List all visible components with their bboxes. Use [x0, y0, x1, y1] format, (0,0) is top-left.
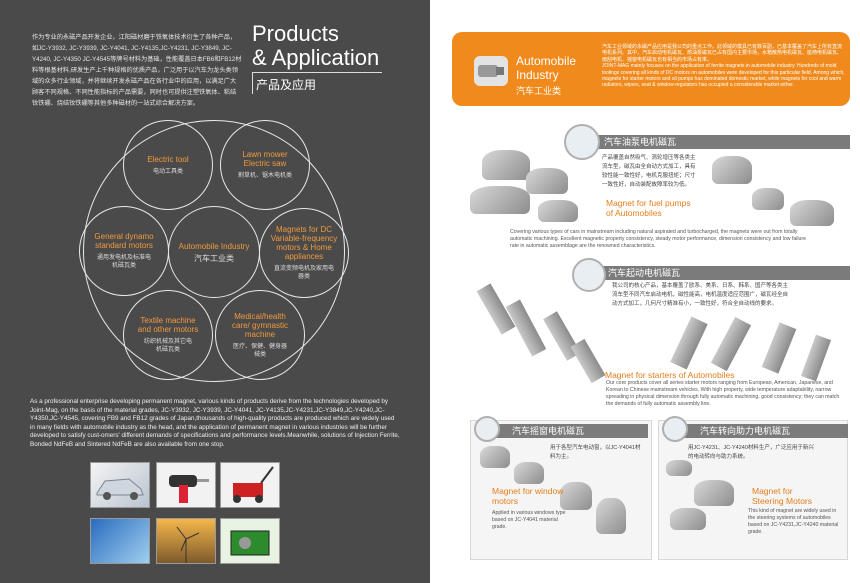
window-motor-title-line-1: Magnet for window	[492, 486, 564, 496]
section-fuel-pump-bar: 汽车油泵电机磁瓦	[570, 135, 850, 149]
circle-label-cn: 通用发电机及标准电机磁瓦类	[96, 255, 151, 269]
magnet-image	[694, 480, 734, 506]
application-diagram: Automobile Industry 汽车工业类 Electric tool …	[79, 120, 349, 382]
automobile-desc-cn: 汽车工业领域的永磁产品应用是我公司的重点工作。此领域的模具已有数百副，已基本覆盖…	[602, 44, 843, 63]
magnet-image	[596, 498, 626, 534]
circle-label-en: Magnets for DC Variable-frequency motors…	[270, 225, 338, 261]
magnet-image	[752, 188, 784, 210]
automobile-title-line-1: Automobile	[516, 54, 577, 68]
starter-motor-icon	[474, 56, 508, 86]
circle-label-cn: 割草机、锯木电机类	[237, 173, 292, 179]
right-page: Automobile Industry 汽车工业类 汽车工业领域的永磁产品应用是…	[430, 0, 860, 583]
left-page: 作为专业的永磁产品开发企业，江阳磁材磨于铁氧体技术衍生了各种产品，如JC-Y39…	[30, 21, 400, 572]
window-motor-cn: 用于各型汽车电动窗，以JC-Y4041材料为主。	[550, 445, 641, 460]
circle-label-cn: 电动工具类	[152, 168, 183, 175]
circle-lawn-mower: Lawn mower Electric saw 割草机、锯木电机类	[220, 120, 310, 210]
product-photos	[90, 462, 390, 572]
fuel-pump-title-line-1: Magnet for fuel pumps	[606, 198, 691, 208]
circle-label-cn: 直流变频电机及家用电器类	[274, 266, 335, 280]
magnet-image	[526, 168, 568, 194]
circle-label-en: Electric tool	[147, 154, 189, 164]
car-image	[90, 462, 150, 508]
automobile-title: Automobile Industry	[516, 54, 576, 82]
fuel-pump-en: Covering various types of cars in mainst…	[510, 229, 807, 249]
magnet-image	[570, 338, 606, 384]
title-line-1: Products	[252, 21, 339, 46]
magnet-image	[790, 200, 834, 226]
circle-dc-motors: Magnets for DC Variable-frequency motors…	[259, 208, 349, 298]
circle-automobile: Automobile Industry 汽车工业类	[168, 206, 260, 298]
fuel-pump-cn: 产品覆盖自然吸气、涡轮增压等各类主流车型，磁瓦由全自动方式加工，具有较性能一致性…	[602, 155, 696, 188]
starter-icon	[572, 258, 606, 292]
title-divider	[252, 72, 382, 73]
steering-motor-en: This kind of magnet are widely used in t…	[748, 508, 839, 535]
circle-label-cn: 汽车工业类	[194, 253, 234, 263]
magnet-image	[670, 316, 708, 370]
automobile-description: 汽车工业领域的永磁产品应用是我公司的重点工作。此领域的模具已有数百副，已基本覆盖…	[602, 44, 846, 89]
magnet-image	[470, 186, 530, 214]
wind-turbine-image	[156, 518, 216, 564]
section-steering-bar: 汽车转向助力电机磁瓦	[670, 424, 848, 438]
paragraph-english: As a professional enterprise developing …	[30, 398, 400, 448]
magnet-image	[538, 200, 578, 222]
page-title: Products & Application	[252, 22, 379, 70]
steering-motor-icon	[662, 416, 688, 442]
circle-textile: Textile machine and other motors 纺织机械及其它…	[123, 290, 213, 380]
starter-cn: 我公司的核心产品，基本覆盖了欧系、美系、日系、韩系、国产等各类主流车型不同汽车启…	[612, 283, 789, 307]
magnet-image	[482, 150, 530, 180]
circle-electric-tool: Electric tool 电动工具类	[123, 120, 213, 210]
steering-motor-cn: 用JC-Y4231、JC-Y4240材料生产，广泛应用于新兴的电动转向与助力系统…	[688, 445, 814, 460]
steering-motor-box	[658, 420, 848, 560]
circle-medical: Medical/health care/ gymnastic machine 医…	[215, 290, 305, 380]
section-window-bar: 汽车摇窗电机磁瓦	[482, 424, 648, 438]
drill-image	[156, 462, 216, 508]
circle-label-cn: 医疗、保健、健身器械类	[232, 343, 287, 358]
magnet-image	[666, 460, 692, 476]
circle-label-en: General dynamo standard motors	[94, 232, 154, 250]
window-motor-title-line-2: motors	[492, 496, 518, 506]
automobile-title-line-2: Industry	[516, 68, 559, 82]
starter-en: Our core products cover all series start…	[606, 380, 840, 407]
magnet-image	[670, 508, 706, 530]
lawn-mower-image	[220, 462, 280, 508]
magnet-image	[480, 446, 510, 468]
window-motor-icon	[474, 416, 500, 442]
starter-title: Magnet for starters of Automobiles	[605, 370, 735, 380]
steering-motor-title: Magnet for Steering Motors	[752, 486, 844, 506]
circle-dynamo: General dynamo standard motors 通用发电机及标准电…	[79, 206, 169, 296]
magnet-image	[710, 316, 752, 372]
electronics-image	[90, 518, 150, 564]
fuel-pump-icon	[564, 124, 600, 160]
automobile-desc-en: JOINT-MAG mainly focuses on the applicat…	[602, 63, 845, 89]
automobile-header-box	[452, 32, 850, 106]
section-starter-bar: 汽车起动电机磁瓦	[580, 266, 850, 280]
circle-label-en: Medical/health care/ gymnastic machine	[231, 311, 289, 339]
circle-label-en: Automobile Industry	[178, 241, 250, 251]
magnet-image	[800, 334, 832, 382]
generator-image	[220, 518, 280, 564]
intro-chinese: 作为专业的永磁产品开发企业，江阳磁材磨于铁氧体技术衍生了各种产品，如JC-Y39…	[32, 34, 242, 107]
magnet-image	[761, 322, 797, 374]
automobile-title-cn: 汽车工业类	[516, 86, 562, 96]
fuel-pump-title-line-2: of Automobiles	[606, 208, 662, 218]
page-title-cn: 产品及应用	[256, 78, 317, 92]
title-line-2: & Application	[252, 45, 380, 70]
circle-label-en: Lawn mower Electric saw	[242, 150, 288, 168]
steering-motor-title-line-2: Steering Motors	[752, 496, 812, 506]
magnet-image	[712, 156, 752, 184]
magnet-image	[514, 462, 544, 484]
magnet-image	[560, 482, 592, 510]
fuel-pump-title: Magnet for fuel pumps of Automobiles	[606, 198, 726, 218]
circle-label-en: Textile machine and other motors	[137, 316, 199, 334]
window-motor-title: Magnet for window motors	[492, 486, 572, 506]
circle-label-cn: 纺织机械及其它电机磁瓦类	[143, 339, 192, 353]
title-vertical-divider	[252, 72, 253, 94]
steering-motor-title-line-1: Magnet for	[752, 486, 793, 496]
window-motor-en: Applied in various windows type based on…	[492, 510, 566, 530]
